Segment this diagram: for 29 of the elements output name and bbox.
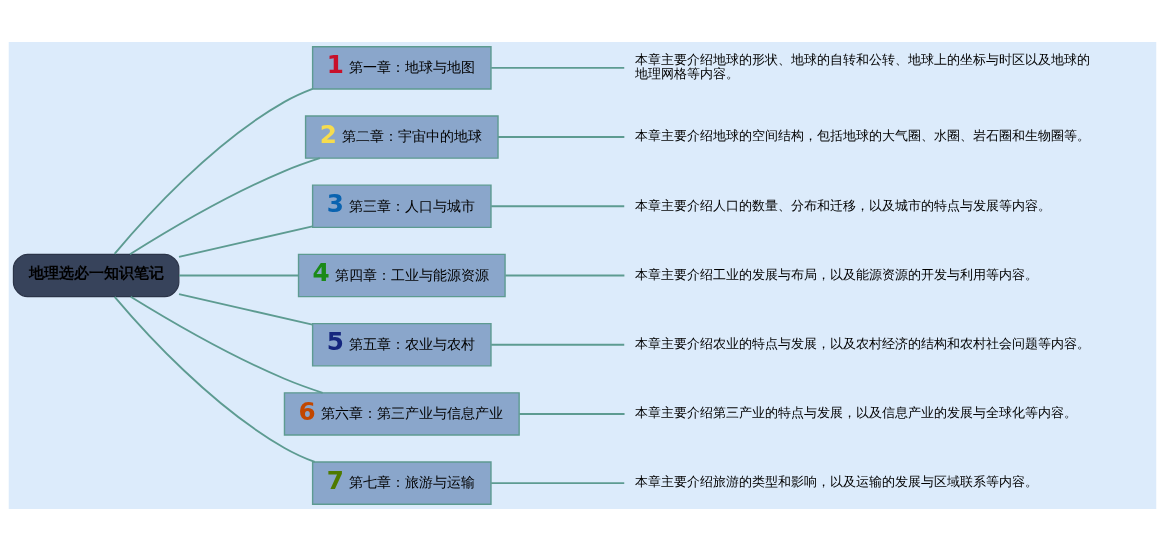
node-box: 6 第六章：第三产业与信息产业 xyxy=(283,391,520,436)
connector xyxy=(490,66,626,69)
connector xyxy=(518,412,626,415)
connector xyxy=(497,135,626,138)
node-box: 4 第四章：工业与能源资源 xyxy=(297,253,506,297)
connector xyxy=(178,224,314,258)
node-text: 本章主要介绍地球的空间结构，包括地球的大气圈、水圈、岩石圈和生物圈等。 xyxy=(635,127,1091,143)
connector xyxy=(490,343,626,346)
node-box: 7 第七章：旅游与运输 xyxy=(311,460,492,505)
node-box: 5 第五章：农业与农村 xyxy=(311,322,492,367)
connector xyxy=(490,481,626,484)
node-text: 本章主要介绍旅游的类型和影响，以及运输的发展与区域联系等内容。 xyxy=(635,473,1039,489)
connector xyxy=(178,292,314,326)
connector xyxy=(490,204,626,207)
node-text: 本章主要介绍人口的数量、分布和迁移，以及城市的特点与发展等内容。 xyxy=(635,197,1052,213)
connector xyxy=(504,274,626,276)
connector xyxy=(113,87,314,255)
connector xyxy=(113,295,316,463)
node-box: 地理选必一知识笔记 xyxy=(12,253,180,297)
node-text: 本章主要介绍工业的发展与布局，以及能源资源的开发与利用等内容。 xyxy=(635,266,1039,282)
node-text: 本章主要介绍农业的特点与发展，以及农村经济的结构和农村社会问题等内容。 xyxy=(635,335,1091,351)
node-text: 本章主要介绍第三产业的特点与发展，以及信息产业的发展与全球化等内容。 xyxy=(635,404,1078,420)
node-box: 1 第一章：地球与地图 xyxy=(311,45,492,90)
node-text: 本章主要介绍地球的形状、地球的自转和公转、地球上的坐标与时区以及地球的地理网格等内容。 xyxy=(635,51,1091,81)
node-box: 2 第二章：宇宙中的地球 xyxy=(304,114,499,159)
connector xyxy=(178,274,300,276)
connector xyxy=(129,295,324,394)
connector xyxy=(129,156,321,255)
node-box: 3 第三章：人口与城市 xyxy=(311,183,492,228)
